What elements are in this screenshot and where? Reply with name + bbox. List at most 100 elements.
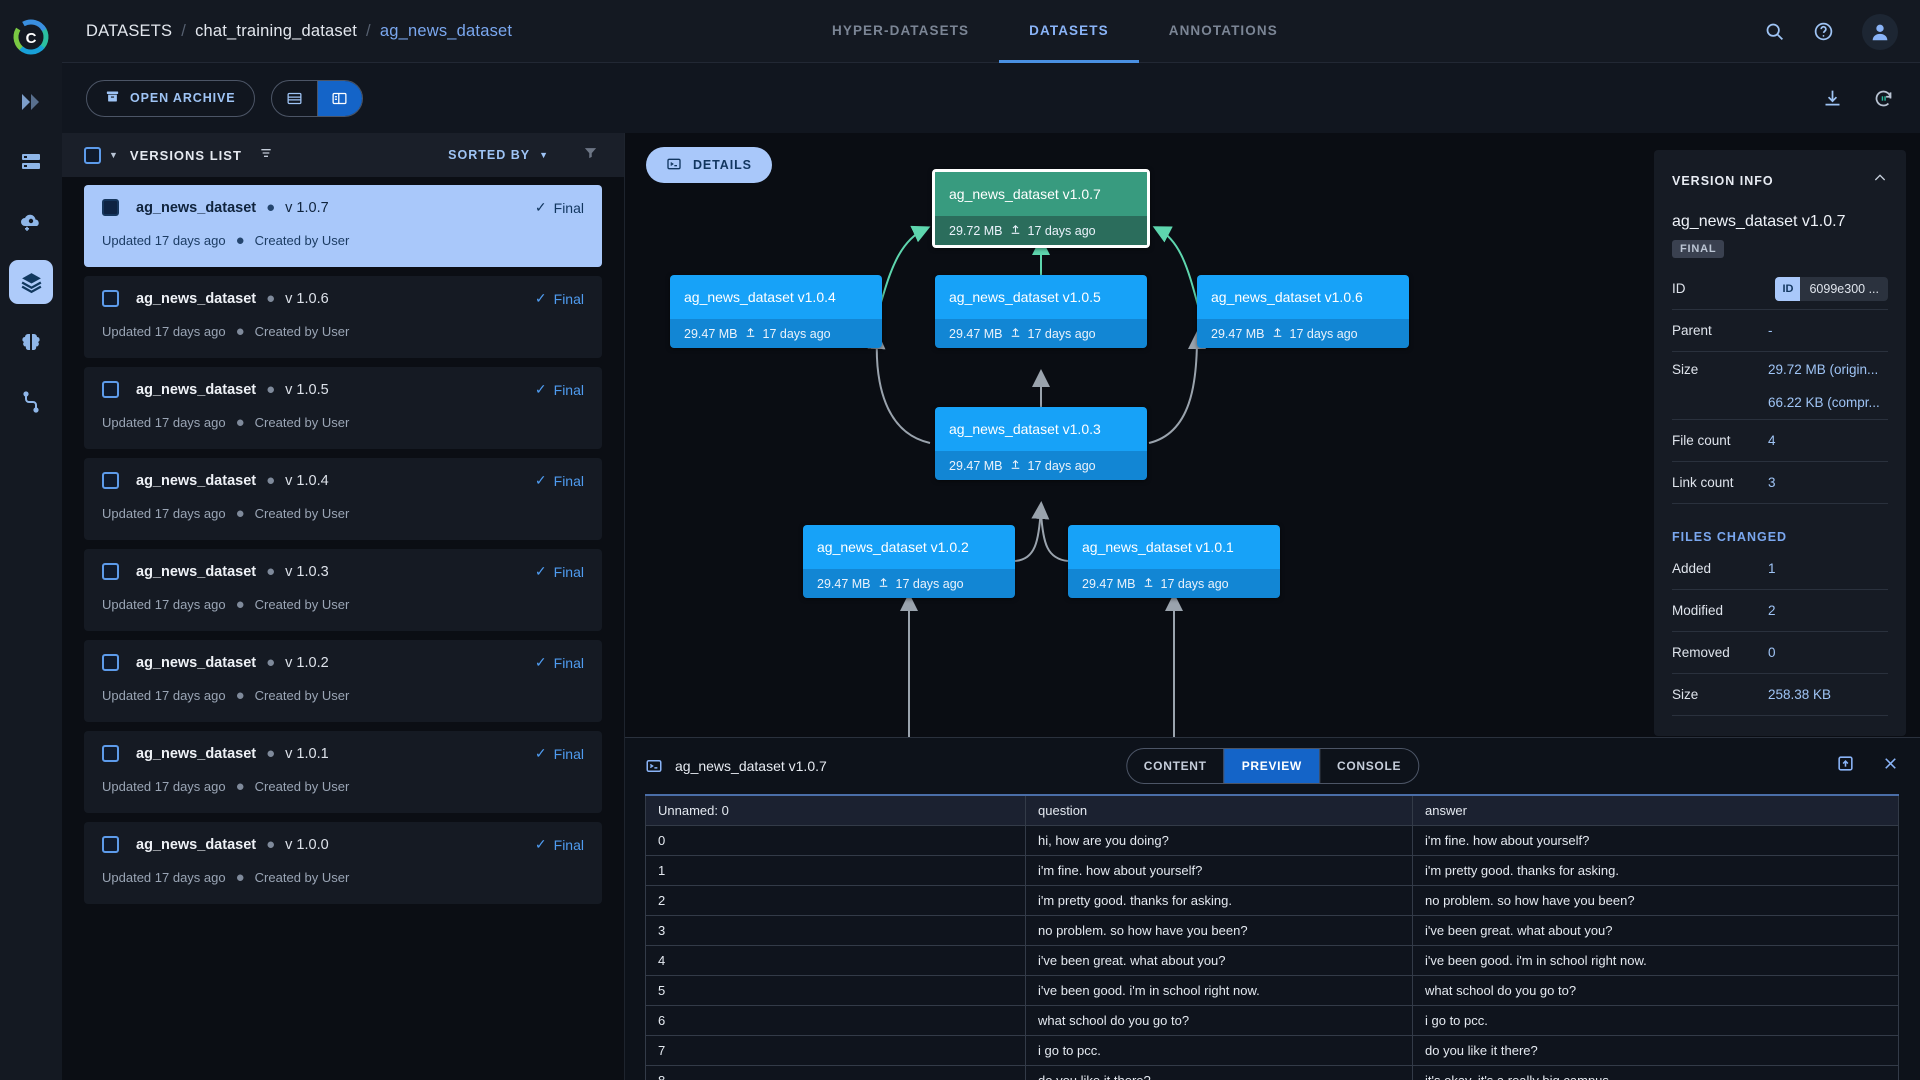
split-view-icon[interactable] [316,80,362,116]
id-chip[interactable]: ID 6099e300 ... [1775,276,1888,301]
table-row[interactable]: 8 do you like it there? it's okay. it's … [645,1064,1899,1080]
graph-node-1.0.7[interactable]: ag_news_dataset v1.0.7 29.72 MB 17 days … [932,169,1150,248]
version-updated: Updated 17 days ago [102,506,226,521]
upload-icon [1009,326,1022,342]
auto-refresh-icon[interactable] [1873,88,1894,109]
row-checkbox[interactable] [102,654,119,671]
preview-table[interactable]: Unnamed: 0 question answer 0 hi, how are… [645,794,1899,1080]
popout-icon[interactable] [1836,754,1855,778]
info-row-id: ID ID 6099e300 ... [1672,268,1888,310]
version-row-1.0.7[interactable]: ag_news_dataset ● v 1.0.7 ✓ Final Update… [84,185,602,267]
cell-answer: it's okay. it's a really big campus. [1412,1064,1899,1080]
close-icon[interactable] [1881,754,1900,778]
sidebar-item-reports[interactable] [9,380,53,424]
column-header-index[interactable]: Unnamed: 0 [645,794,1026,826]
filter-icon[interactable] [583,145,598,165]
terminal-icon [666,156,682,175]
version-row-1.0.1[interactable]: ag_news_dataset ● v 1.0.1 ✓ Final Update… [84,731,602,813]
version-row-1.0.0[interactable]: ag_news_dataset ● v 1.0.0 ✓ Final Update… [84,822,602,904]
graph-node-1.0.6[interactable]: ag_news_dataset v1.0.6 29.47 MB 17 days … [1197,275,1409,348]
column-header-answer[interactable]: answer [1412,794,1899,826]
preview-title: ag_news_dataset v1.0.7 [675,758,827,774]
versions-list[interactable]: ag_news_dataset ● v 1.0.7 ✓ Final Update… [62,177,624,1080]
info-value: 29.72 MB (origin... [1768,361,1879,377]
download-icon[interactable] [1822,88,1843,109]
tab-datasets[interactable]: DATASETS [999,0,1139,63]
info-value: 258.38 KB [1768,687,1832,702]
search-icon[interactable] [1764,21,1785,42]
version-name: ag_news_dataset [136,745,257,762]
open-archive-button[interactable]: OPEN ARCHIVE [86,79,255,117]
help-icon[interactable] [1813,21,1834,42]
cell-answer: i've been great. what about you? [1412,914,1899,946]
table-row[interactable]: 7 i go to pcc. do you like it there? [645,1034,1899,1066]
chevron-up-icon[interactable] [1872,170,1888,191]
node-size: 29.72 MB [949,223,1003,238]
version-row-1.0.6[interactable]: ag_news_dataset ● v 1.0.6 ✓ Final Update… [84,276,602,358]
select-all-checkbox[interactable] [84,146,101,164]
cloud-autoscaler-icon [19,210,43,234]
user-avatar-icon[interactable] [1862,13,1898,50]
version-number: v 1.0.4 [285,472,329,489]
details-button[interactable]: DETAILS [646,147,772,183]
sort-icon[interactable] [258,145,274,166]
clearml-logo[interactable]: C [0,10,62,64]
tab-console[interactable]: CONSOLE [1318,749,1418,783]
action-bar: OPEN ARCHIVE [62,63,1920,133]
row-checkbox[interactable] [102,290,119,307]
graph-node-1.0.5[interactable]: ag_news_dataset v1.0.5 29.47 MB 17 days … [935,275,1147,348]
preview-header: ag_news_dataset v1.0.7 CONTENT PREVIEW C… [625,738,1920,794]
tab-hyper-datasets[interactable]: HYPER-DATASETS [832,22,970,38]
breadcrumb-item-project[interactable]: chat_training_dataset [195,21,358,40]
table-row[interactable]: 4 i've been great. what about you? i've … [645,944,1899,976]
files-changed-modified: Modified 2 [1672,590,1888,632]
version-row-1.0.5[interactable]: ag_news_dataset ● v 1.0.5 ✓ Final Update… [84,367,602,449]
table-row[interactable]: 5 i've been good. i'm in school right no… [645,974,1899,1006]
breadcrumb-item-datasets[interactable]: DATASETS [86,21,173,40]
row-checkbox[interactable] [102,199,119,216]
table-row[interactable]: 2 i'm pretty good. thanks for asking. no… [645,884,1899,916]
breadcrumb-item-current[interactable]: ag_news_dataset [379,21,513,40]
table-row[interactable]: 0 hi, how are you doing? i'm fine. how a… [645,824,1899,856]
status-label: Final [553,654,584,671]
sidebar-item-pipelines[interactable] [9,80,53,124]
node-meta: 29.47 MB 17 days ago [935,451,1147,480]
status-badge: ✓ Final [534,563,584,580]
node-meta: 29.72 MB 17 days ago [935,216,1147,245]
tab-annotations[interactable]: ANNOTATIONS [1168,22,1278,38]
cell-index: 5 [645,974,1026,1006]
version-author: Created by User [254,233,350,248]
row-checkbox[interactable] [102,563,119,580]
version-updated: Updated 17 days ago [102,779,226,794]
graph-node-1.0.3[interactable]: ag_news_dataset v1.0.3 29.47 MB 17 days … [935,407,1147,480]
column-header-question[interactable]: question [1025,794,1413,826]
sorted-by-button[interactable]: SORTED BY ▼ [448,148,549,162]
sidebar-item-autoscaler[interactable] [9,200,53,244]
row-checkbox[interactable] [102,836,119,853]
tab-preview[interactable]: PREVIEW [1223,749,1319,783]
row-checkbox[interactable] [102,381,119,398]
table-row[interactable]: 3 no problem. so how have you been? i've… [645,914,1899,946]
version-row-1.0.4[interactable]: ag_news_dataset ● v 1.0.4 ✓ Final Update… [84,458,602,540]
table-row[interactable]: 6 what school do you go to? i go to pcc. [645,1004,1899,1036]
sidebar-item-models[interactable] [9,320,53,364]
info-value: 4 [1768,433,1776,448]
graph-node-1.0.1[interactable]: ag_news_dataset v1.0.1 29.47 MB 17 days … [1068,525,1280,598]
version-name: ag_news_dataset [136,472,257,489]
version-row-1.0.3[interactable]: ag_news_dataset ● v 1.0.3 ✓ Final Update… [84,549,602,631]
row-checkbox[interactable] [102,472,119,489]
chevron-down-icon[interactable]: ▼ [109,150,118,160]
top-bar-actions [1764,0,1898,63]
graph-node-1.0.2[interactable]: ag_news_dataset v1.0.2 29.47 MB 17 days … [803,525,1015,598]
sidebar-item-datasets[interactable] [9,260,53,304]
tab-content[interactable]: CONTENT [1143,759,1207,773]
graph-node-1.0.4[interactable]: ag_news_dataset v1.0.4 29.47 MB 17 days … [670,275,882,348]
sidebar-item-workers[interactable] [9,140,53,184]
table-row[interactable]: 1 i'm fine. how about yourself? i'm pret… [645,854,1899,886]
row-checkbox[interactable] [102,745,119,762]
status-badge: ✓ Final [534,836,584,853]
version-row-1.0.2[interactable]: ag_news_dataset ● v 1.0.2 ✓ Final Update… [84,640,602,722]
list-view-icon[interactable] [272,81,317,116]
cell-answer: i go to pcc. [1412,1004,1899,1036]
cell-index: 0 [645,824,1026,856]
